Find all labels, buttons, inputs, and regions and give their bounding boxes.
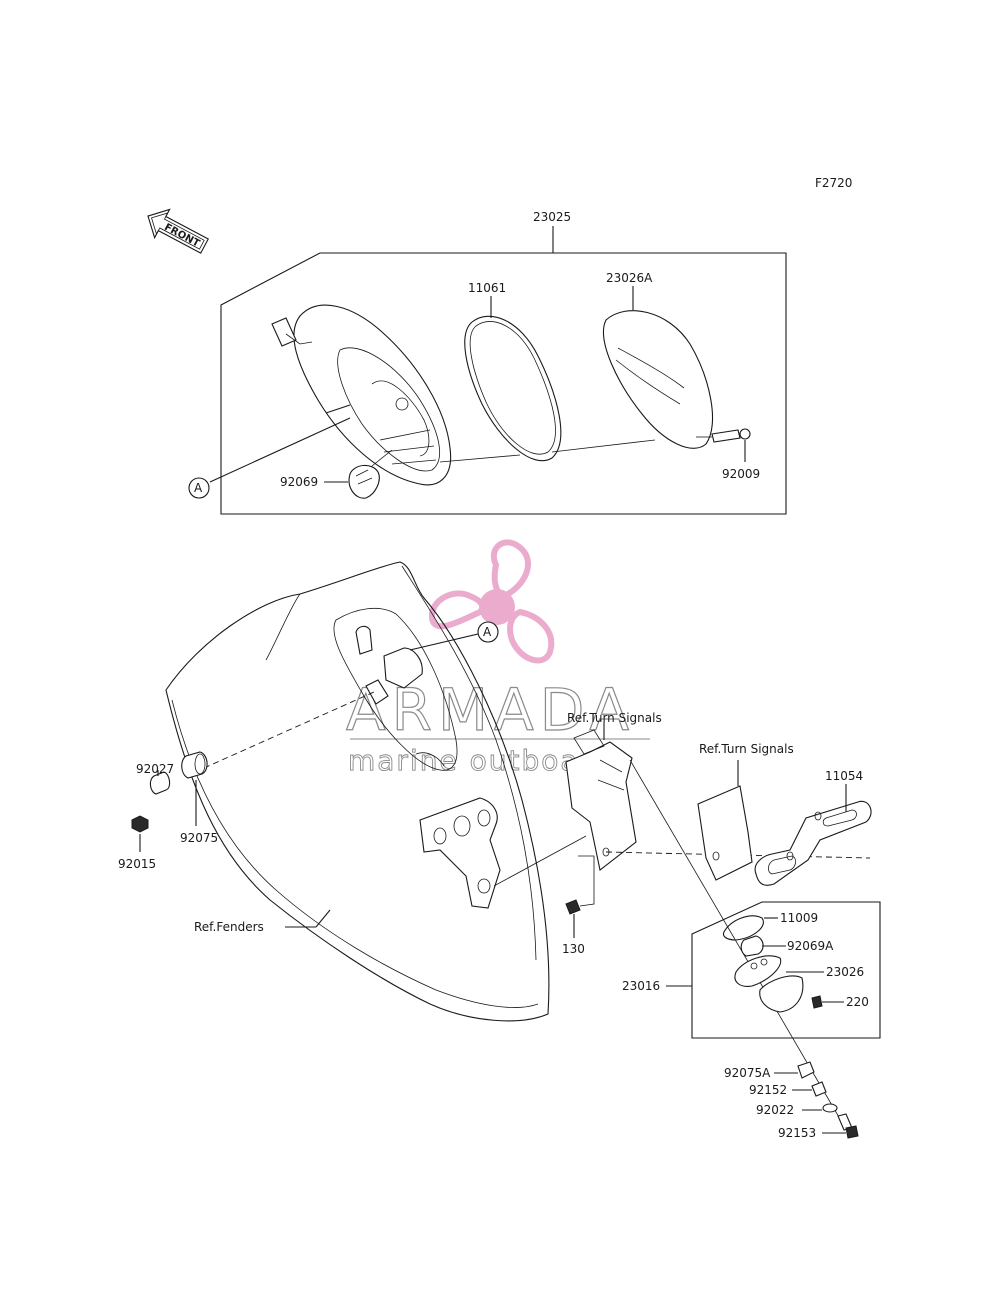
leader-bulb-to-housing xyxy=(371,449,393,467)
callout-92069: 92069 xyxy=(280,475,318,489)
license-lamp-box: 23016 xyxy=(622,901,881,1039)
callout-92022: 92022 xyxy=(756,1103,794,1117)
turn-signal-stay: 11054 xyxy=(754,769,872,886)
callout-92009: 92009 xyxy=(722,467,760,481)
callout-92075A: 92075A xyxy=(724,1066,771,1080)
callout-11061: 11061 xyxy=(468,281,506,295)
lens-screw: 92009 xyxy=(696,428,760,481)
tail-lamp-assembly-box: 23025 xyxy=(220,210,787,515)
callout-23025: 23025 xyxy=(533,210,571,224)
ref-turn-signals-label-1: Ref.Turn Signals xyxy=(567,711,662,725)
callout-92015: 92015 xyxy=(118,857,156,871)
leader-bracket-to-fender xyxy=(493,835,587,887)
mount-axis-line xyxy=(203,691,375,769)
turn-signal-plate: Ref.Turn Signals xyxy=(697,742,794,881)
lamp-lens: 23026A xyxy=(602,271,713,449)
reference-marker-a-lower: A xyxy=(409,621,499,651)
nut-92015: 92015 xyxy=(118,815,156,871)
license-lamp-axis xyxy=(629,759,851,1137)
callout-23026: 23026 xyxy=(826,965,864,979)
front-arrow-icon: FRONT xyxy=(147,208,209,254)
lamp-housing xyxy=(271,304,452,486)
watermark-brand: ARMADA xyxy=(346,676,635,744)
callout-23026A: 23026A xyxy=(606,271,653,285)
license-lens-23026: 23026 xyxy=(734,955,864,1013)
tail-bulb: 92069 xyxy=(280,464,380,499)
ref-turn-signals-label-2: Ref.Turn Signals xyxy=(699,742,794,756)
rear-fender xyxy=(165,561,550,1022)
callout-92152: 92152 xyxy=(749,1083,787,1097)
callout-220: 220 xyxy=(846,995,869,1009)
bolt-130: 130 xyxy=(562,855,595,956)
callout-11009: 11009 xyxy=(780,911,818,925)
license-bracket: Ref.Turn Signals xyxy=(565,711,662,871)
grommet-92075: 92075 xyxy=(180,751,218,845)
ref-fenders: Ref.Fenders xyxy=(194,909,331,934)
callout-11054: 11054 xyxy=(825,769,863,783)
gasket-11009: 11009 xyxy=(722,911,818,941)
bolt-92153: 92153 xyxy=(778,1113,859,1140)
marker-a-label: A xyxy=(194,481,203,495)
reference-marker-a: A xyxy=(188,417,351,499)
watermark-logo-icon xyxy=(429,539,555,664)
leader-gasket-to-housing xyxy=(439,454,521,463)
figure-code: F2720 xyxy=(815,176,852,190)
callout-92069A: 92069A xyxy=(787,939,834,953)
callout-92075: 92075 xyxy=(180,831,218,845)
bulb-92069A: 92069A xyxy=(740,935,834,957)
washer-92022: 92022 xyxy=(756,1103,838,1117)
callout-130: 130 xyxy=(562,942,585,956)
lens-gasket: 11061 xyxy=(464,281,562,462)
ref-fenders-label: Ref.Fenders xyxy=(194,920,264,934)
callout-92027: 92027 xyxy=(136,762,174,776)
leader-lens-to-gasket xyxy=(551,439,656,453)
grommet-92075A: 92075A xyxy=(724,1061,815,1080)
screw-220: 220 xyxy=(811,995,869,1009)
collar-92027: 92027 xyxy=(136,762,174,795)
callout-92153: 92153 xyxy=(778,1126,816,1140)
callout-23016: 23016 xyxy=(622,979,660,993)
collar-92152: 92152 xyxy=(749,1081,827,1097)
marker-a-lower-label: A xyxy=(483,625,492,639)
